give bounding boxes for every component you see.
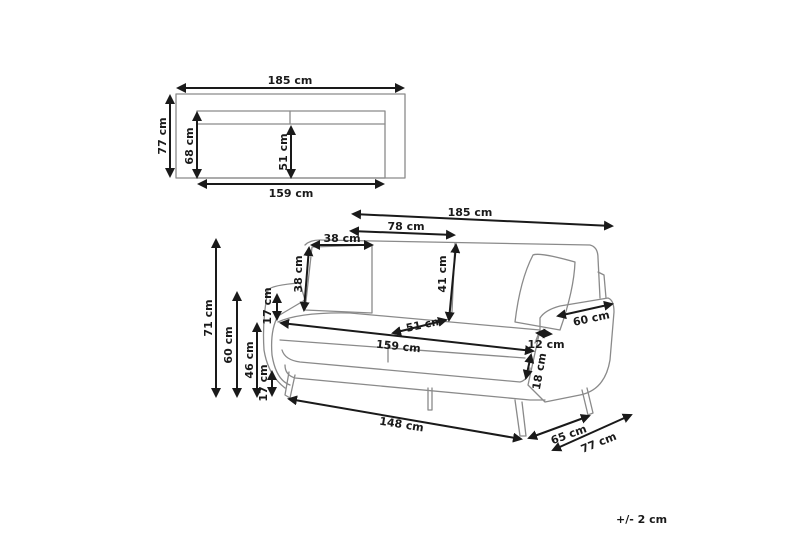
dim-pillow-height-38: [299, 246, 314, 312]
label-seat-height: 46 cm: [243, 341, 256, 378]
tolerance-note: +/- 2 cm: [616, 513, 668, 526]
label-top-width: 185 cm: [268, 74, 313, 87]
label-top-seat-width: 159 cm: [269, 187, 314, 200]
dim-seat-depth-51: [391, 317, 448, 336]
dim-overall-depth-77: [551, 413, 633, 452]
label-leg-height: 17 cm: [257, 364, 270, 401]
label-arm-width: 12 cm: [527, 338, 564, 351]
label-seat-width: 159 cm: [375, 338, 421, 356]
label-pillow-height: 38 cm: [292, 255, 305, 292]
label-overall-width: 185 cm: [448, 206, 493, 219]
top-view: 185 cm 77 cm 68 cm 51 cm 159 cm: [156, 74, 406, 200]
dim-back-height-41: [444, 243, 461, 322]
label-back-cushion-width: 78 cm: [387, 220, 424, 233]
dim-seat-width-159: [279, 318, 535, 356]
label-overall-height: 71 cm: [202, 299, 215, 336]
label-arm-above-seat: 17 cm: [261, 287, 274, 324]
label-seat-depth: 51 cm: [405, 314, 444, 334]
label-leg-span-width: 148 cm: [378, 415, 424, 435]
dim-overall-width-185: [351, 209, 614, 231]
dim-arm-width-12: [535, 328, 553, 339]
dim-leg-span-width-148: [287, 395, 523, 443]
dim-cushion-thickness-18: [522, 353, 535, 380]
label-top-depth: 77 cm: [156, 117, 169, 154]
dim-back-cushion-width-78: [349, 226, 456, 240]
label-top-cushion-depth: 51 cm: [277, 133, 290, 170]
perspective-dimensions: 185 cm 78 cm 38 cm 38 cm 41 cm 71 cm 60 …: [202, 206, 633, 456]
label-pillow-width: 38 cm: [323, 232, 360, 245]
label-back-height: 41 cm: [436, 255, 449, 292]
label-top-seat-depth: 68 cm: [183, 127, 196, 164]
dim-arm-depth-60: [556, 300, 614, 320]
label-arm-height: 60 cm: [222, 326, 235, 363]
label-cushion-thickness: 18 cm: [530, 352, 549, 391]
